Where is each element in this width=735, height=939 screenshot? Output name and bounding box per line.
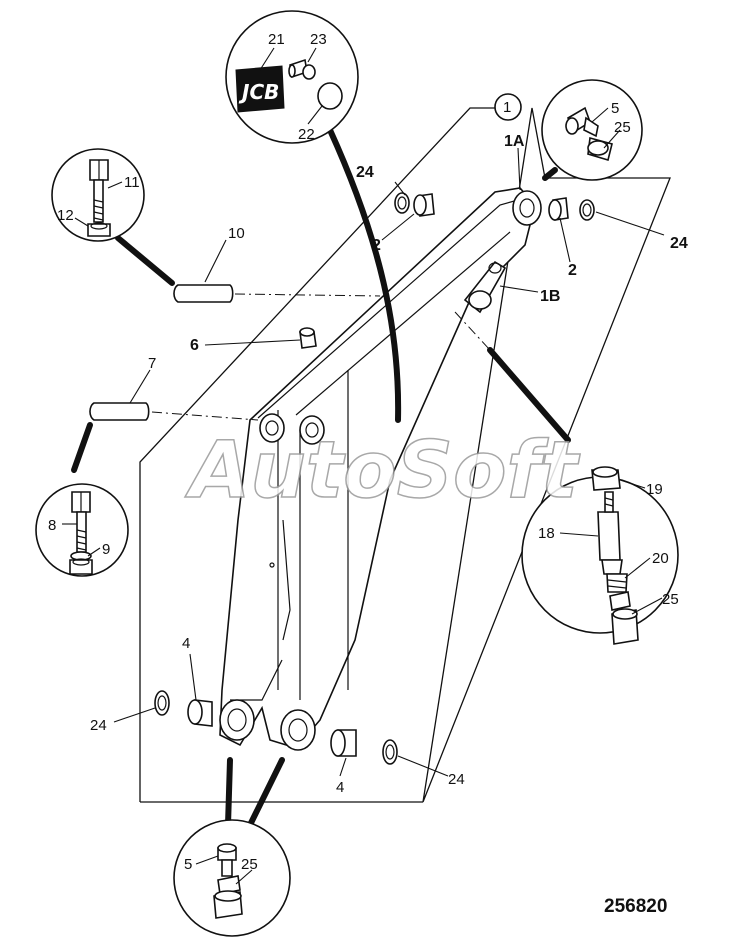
callout-7: 7	[148, 355, 156, 372]
leader-lines	[113, 147, 665, 777]
callout-circle-1	[494, 93, 522, 121]
loose-parts	[89, 192, 595, 765]
callout-1b: 1B	[540, 288, 560, 305]
callout-23: 23	[310, 31, 327, 48]
detail-circle-grease-nipple-top	[541, 79, 643, 181]
callout-25-bottom: 25	[241, 856, 258, 873]
detail-connectors	[71, 127, 571, 828]
callout-25-top: 25	[614, 119, 631, 136]
callout-22: 22	[298, 126, 315, 143]
callout-24-bottom-left: 24	[90, 717, 107, 734]
callout-2-left: 2	[372, 237, 381, 254]
callout-19: 19	[646, 481, 663, 498]
callout-labels: 1 1A 1B 2 2 4 4 5 5 6 7 8 9 10 11 12 18 …	[48, 31, 688, 873]
callout-4-left: 4	[182, 635, 190, 652]
callout-20: 20	[652, 550, 669, 567]
detail-circle-bolt-11	[51, 148, 145, 242]
detail-circle-logo: JCB	[225, 10, 359, 144]
detail-circle-bolt-8	[35, 483, 129, 577]
callout-8: 8	[48, 517, 56, 534]
watermark: AutoSoft	[184, 426, 580, 516]
centre-lines	[151, 293, 491, 421]
callout-1: 1	[503, 99, 511, 116]
assembly-outline	[139, 107, 671, 803]
jcb-logo	[235, 65, 285, 113]
detail-circle-grease-nipple-bottom	[173, 819, 291, 937]
callout-24-bottom-right: 24	[448, 771, 465, 788]
callout-18: 18	[538, 525, 555, 542]
callout-9: 9	[102, 541, 110, 558]
callout-24-top-right: 24	[670, 235, 688, 252]
callout-10: 10	[228, 225, 245, 242]
jcb-logo-text: JCB	[238, 80, 279, 104]
boom-arm	[219, 187, 542, 751]
detail-circle-grease-assembly	[521, 466, 679, 645]
figure-number: 256820	[604, 896, 667, 917]
callout-4-right: 4	[336, 779, 344, 796]
callout-12: 12	[57, 207, 74, 224]
callout-21: 21	[268, 31, 285, 48]
callout-5-top: 5	[611, 100, 619, 117]
callout-24-top-left: 24	[356, 164, 374, 181]
callout-6: 6	[190, 337, 199, 354]
callout-1a: 1A	[504, 133, 525, 150]
callout-5-bottom: 5	[184, 856, 192, 873]
callout-25-right: 25	[662, 591, 679, 608]
callout-11: 11	[124, 174, 140, 191]
callout-2-right: 2	[568, 262, 577, 279]
